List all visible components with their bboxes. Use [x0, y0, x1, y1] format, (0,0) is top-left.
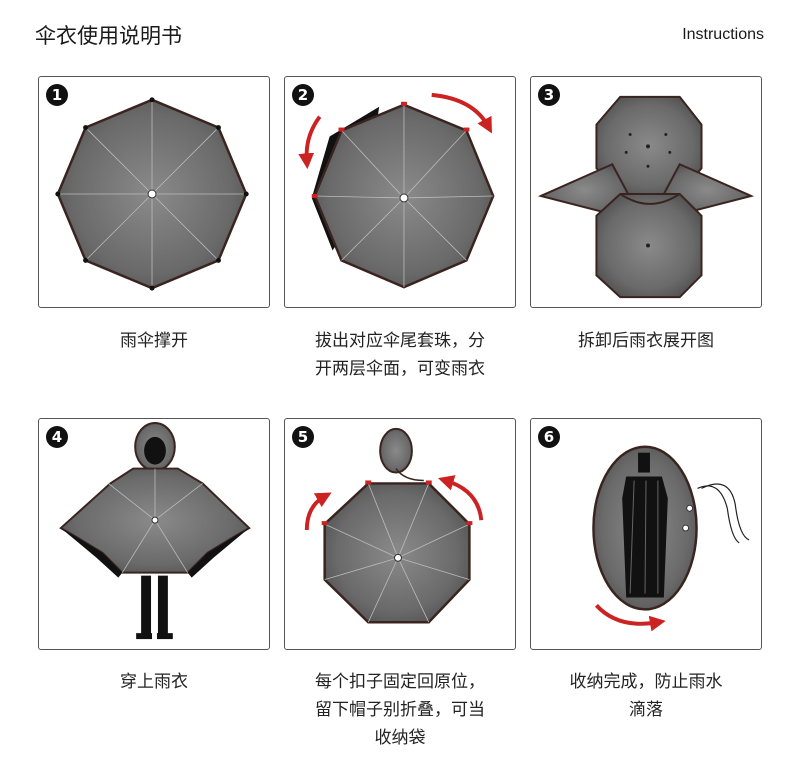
- caption-line: 开两层伞面，可变雨衣: [315, 359, 485, 379]
- step-number-badge: 5: [292, 426, 314, 448]
- step-number-badge: 1: [46, 84, 68, 106]
- page-title: 伞衣使用说明书: [35, 24, 182, 48]
- caption-line: 滴落: [629, 700, 663, 720]
- caption-line: 收纳完成，防止雨水: [569, 672, 723, 692]
- separate-layers-icon: [298, 92, 495, 289]
- refasten-buttons-icon: [304, 427, 484, 624]
- step-1-panel: 1: [38, 76, 270, 308]
- step-5-caption: 每个扣子固定回原位， 留下帽子别折叠，可当 收纳袋: [280, 668, 520, 752]
- caption-line: 每个扣子固定回原位，: [315, 672, 485, 692]
- step-5-panel: 5: [284, 418, 516, 650]
- caption-line: 收纳袋: [374, 728, 426, 748]
- unfolded-raincoat-icon: [537, 95, 755, 299]
- step-number-badge: 2: [292, 84, 314, 106]
- step-4-panel: 4: [38, 418, 270, 650]
- step-3-panel: 3: [530, 76, 762, 308]
- step-number-badge: 3: [538, 84, 560, 106]
- caption-line: 留下帽子别折叠，可当: [315, 700, 485, 720]
- step-6-panel: 6: [530, 418, 762, 650]
- step-number-badge: 4: [46, 426, 68, 448]
- caption-line: 雨伞撑开: [120, 331, 188, 351]
- caption-line: 拔出对应伞尾套珠，分: [315, 331, 485, 351]
- open-umbrella-icon: [55, 97, 249, 291]
- step-4-caption: 穿上雨衣: [34, 668, 274, 696]
- caption-line: 穿上雨衣: [120, 672, 188, 692]
- step-6-caption: 收纳完成，防止雨水 滴落: [526, 668, 766, 724]
- step-2-caption: 拔出对应伞尾套珠，分 开两层伞面，可变雨衣: [280, 327, 520, 383]
- wearing-raincoat-icon: [59, 421, 251, 640]
- stored-umbrella-icon: [592, 445, 750, 632]
- page-subtitle: Instructions: [682, 26, 764, 43]
- step-number-badge: 6: [538, 426, 560, 448]
- step-1-caption: 雨伞撑开: [34, 327, 274, 355]
- step-2-panel: 2: [284, 76, 516, 308]
- caption-line: 拆卸后雨衣展开图: [578, 331, 714, 351]
- step-3-caption: 拆卸后雨衣展开图: [526, 327, 766, 355]
